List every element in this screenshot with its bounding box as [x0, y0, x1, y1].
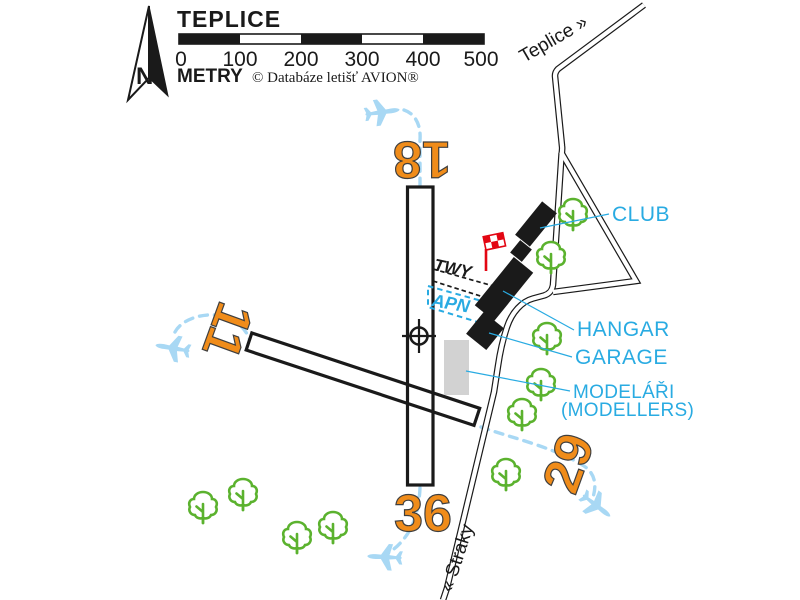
runway-11-29-outline — [244, 330, 482, 428]
runway-11-29 — [246, 332, 480, 426]
scale-tick: 500 — [463, 48, 498, 71]
tree-icon — [317, 510, 349, 545]
garage-building — [466, 311, 504, 351]
apron-outline — [427, 284, 491, 325]
circuit-rwy29 — [479, 425, 597, 502]
tree-icon — [187, 490, 219, 525]
club-label: CLUB — [612, 203, 670, 226]
tree-icon — [490, 457, 522, 492]
buildings — [466, 201, 557, 351]
circuit-rwy36 — [386, 486, 422, 555]
scale-tick: 0 — [175, 48, 187, 71]
hangar-building — [474, 257, 534, 321]
rwy36-label: 36 — [394, 485, 452, 543]
tree-icon — [227, 477, 259, 512]
taxiway-label: TWY — [432, 255, 475, 282]
rwy11-label: 11 — [190, 295, 263, 367]
tree-icon — [557, 197, 589, 232]
runways — [244, 185, 482, 487]
circuit-rwy18 — [402, 108, 422, 188]
scale-tick: 300 — [344, 48, 379, 71]
road-main-casing — [439, 2, 646, 600]
windsock-icon — [482, 231, 507, 271]
scale-bar: 0 100 200 300 400 500 METRY © Databáze l… — [175, 33, 499, 87]
club-building — [515, 201, 557, 247]
callout-lines — [465, 213, 610, 392]
scale-tick: 100 — [222, 48, 257, 71]
tree-icon — [525, 367, 557, 402]
roads — [439, 2, 646, 600]
road-label-teplice: Teplice » — [516, 12, 591, 68]
tree-icon — [506, 397, 538, 432]
modellers-cz-label: MODELÁŘI — [573, 381, 675, 403]
copyright-label: © Databáze letišť AVION® — [252, 70, 419, 86]
airplane-icon — [362, 96, 402, 128]
north-label: N — [136, 63, 153, 90]
scale-tick: 400 — [405, 48, 440, 71]
modellers-building — [444, 340, 469, 395]
tree-icon — [535, 240, 567, 275]
scale-unit-label: METRY — [177, 66, 243, 87]
circuit-dashed-paths — [173, 108, 597, 555]
apron-label: APN — [429, 290, 472, 317]
garage-label: GARAGE — [575, 346, 668, 369]
modellers-en-label: (MODELLERS) — [561, 400, 694, 421]
small-building — [510, 240, 532, 262]
arp-symbol — [402, 319, 436, 353]
road-main-fill — [441, 3, 646, 600]
hangar-label: HANGAR — [577, 318, 670, 341]
north-arrow-icon: N — [126, 5, 169, 104]
road-branch-fill — [552, 150, 640, 295]
tree-icon — [281, 520, 313, 555]
circuit-rwy11 — [173, 313, 252, 343]
chart-title: TEPLICE — [177, 6, 281, 32]
rwy18-label: 18 — [393, 130, 451, 188]
airplane-icon — [153, 332, 193, 365]
scale-tick: 200 — [283, 48, 318, 71]
